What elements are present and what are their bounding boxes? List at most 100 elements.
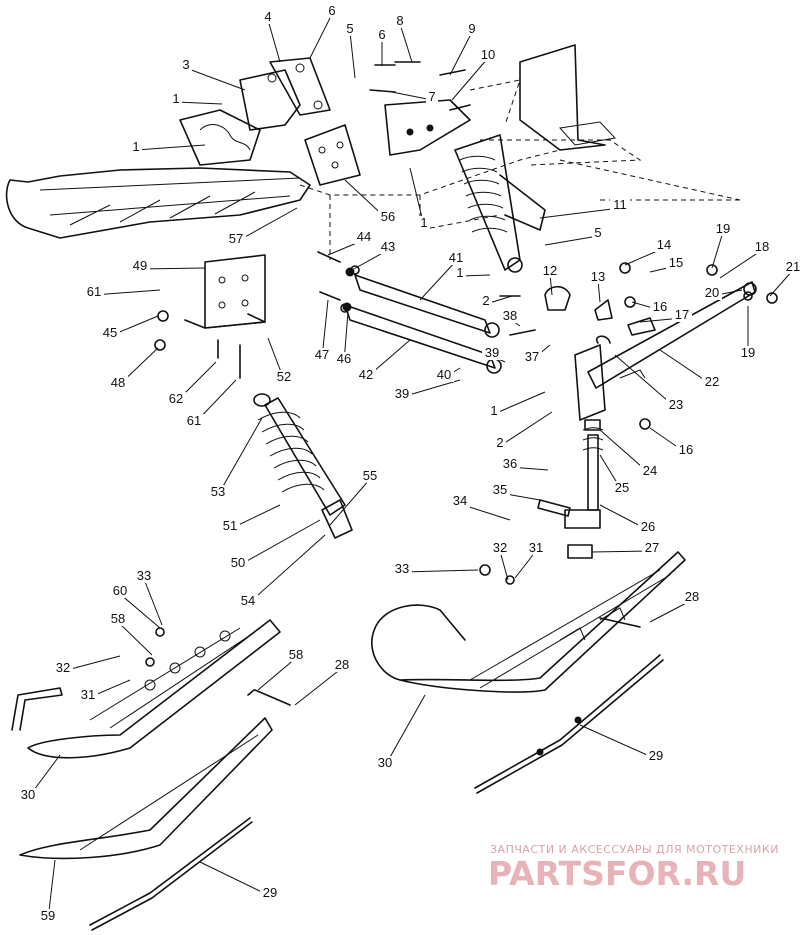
callout-label-bg <box>360 469 380 483</box>
callout-leader <box>329 478 371 526</box>
callout-label-bg <box>110 584 130 598</box>
callout-label-bg <box>130 140 142 154</box>
callout-leader <box>117 621 153 656</box>
callout-label: 3 <box>182 57 189 72</box>
callout-label-bg <box>108 612 128 626</box>
watermark-tagline: ЗАПЧАСТИ И АКСЕССУАРЫ ДЛЯ МОТОТЕХНИКИ <box>490 843 779 856</box>
callout-label: 38 <box>503 308 517 323</box>
callout-label-bg <box>702 286 722 300</box>
callout-label-bg <box>228 556 248 570</box>
callout-label: 6 <box>328 3 335 18</box>
callout-label: 16 <box>679 442 693 457</box>
callout-label-bg <box>676 443 696 457</box>
callout-leader <box>401 569 479 573</box>
callout-label: 49 <box>133 258 147 273</box>
callout-label: 25 <box>615 480 629 495</box>
callout-label: 39 <box>395 386 409 401</box>
callout-leader <box>143 578 163 626</box>
callout-label: 1 <box>456 265 463 280</box>
callout-label-bg <box>713 222 733 236</box>
callout-label-bg <box>332 658 352 672</box>
callout-label: 42 <box>359 367 373 382</box>
callout-label: 31 <box>81 687 95 702</box>
callout-label-bg <box>650 300 670 314</box>
callout-leader <box>514 550 537 579</box>
callout-label-bg <box>208 485 228 499</box>
callout-label: 5 <box>594 225 601 240</box>
callout-label: 60 <box>113 583 127 598</box>
callout-label: 54 <box>241 593 255 608</box>
callout-leader <box>119 593 161 629</box>
callout-label-bg <box>166 392 186 406</box>
callout-label: 33 <box>137 568 151 583</box>
callout-label-bg <box>170 92 182 106</box>
callout-label-bg <box>38 909 58 923</box>
callout-label-bg <box>672 308 692 322</box>
callout-leader <box>217 417 263 496</box>
callout-label-bg <box>262 10 274 24</box>
watermark-logo: PARTSFOR.RU <box>488 854 746 893</box>
callout-label: 23 <box>669 397 683 412</box>
callout-leader <box>769 269 794 297</box>
callout-label: 1 <box>420 215 427 230</box>
callout-label-bg <box>500 457 520 471</box>
callout-label: 28 <box>685 589 699 604</box>
callout-label-bg <box>434 368 454 382</box>
callout-label: 12 <box>543 263 557 278</box>
callout-leader <box>237 519 321 567</box>
callout-label: 48 <box>111 375 125 390</box>
callout-leader <box>247 534 326 605</box>
callout-label-bg <box>226 232 246 246</box>
callout-leader <box>579 724 657 760</box>
callout-label-bg <box>638 520 658 534</box>
callout-label: 27 <box>645 540 659 555</box>
callout-label-bg <box>478 48 498 62</box>
callout-label-bg <box>610 198 630 212</box>
callout-label: 19 <box>741 345 755 360</box>
callout-leader <box>499 550 509 581</box>
callout-label: 37 <box>525 349 539 364</box>
callout-label-bg <box>738 346 758 360</box>
callout-label: 21 <box>786 259 800 274</box>
callout-label: 26 <box>641 519 655 534</box>
callout-label-bg <box>682 590 702 604</box>
radius-rod <box>587 281 757 389</box>
callout-leader <box>199 861 271 897</box>
callout-label-bg <box>238 594 258 608</box>
callout-label-bg <box>108 376 128 390</box>
callout-leader <box>399 23 413 63</box>
callout-label-bg <box>376 28 388 42</box>
callout-label: 24 <box>643 463 657 478</box>
watermark: ЗАПЧАСТИ И АКСЕССУАРЫ ДЛЯ МОТОТЕХНИКИ PA… <box>488 843 779 893</box>
callout-label-bg <box>378 210 398 224</box>
callout-label: 20 <box>705 285 719 300</box>
callout-label: 1 <box>132 139 139 154</box>
spindle <box>537 344 606 559</box>
callout-label: 43 <box>381 239 395 254</box>
callout-label: 14 <box>657 237 671 252</box>
callout-label-bg <box>394 14 406 28</box>
callout-leader <box>419 260 457 301</box>
callout-label-bg <box>130 259 150 273</box>
callout-label: 53 <box>211 484 225 499</box>
chassis-frame <box>5 44 741 260</box>
callout-leader <box>711 231 724 269</box>
callout-label: 55 <box>363 468 377 483</box>
callout-label-bg <box>134 569 154 583</box>
callout-label: 2 <box>482 293 489 308</box>
callout-leader <box>93 289 161 296</box>
callout-leader <box>449 31 473 76</box>
callout-label-bg <box>344 22 356 36</box>
callout-label-bg <box>326 4 338 18</box>
callout-label: 13 <box>591 269 605 284</box>
callout-label: 61 <box>187 413 201 428</box>
callout-label-bg <box>522 350 542 364</box>
callout-label: 50 <box>231 555 245 570</box>
callout-label: 9 <box>468 21 475 36</box>
front-shock <box>253 393 353 539</box>
callout-leader <box>175 101 223 105</box>
callout-leader <box>135 144 206 151</box>
callout-label-bg <box>53 661 73 675</box>
callout-label-bg <box>646 749 666 763</box>
